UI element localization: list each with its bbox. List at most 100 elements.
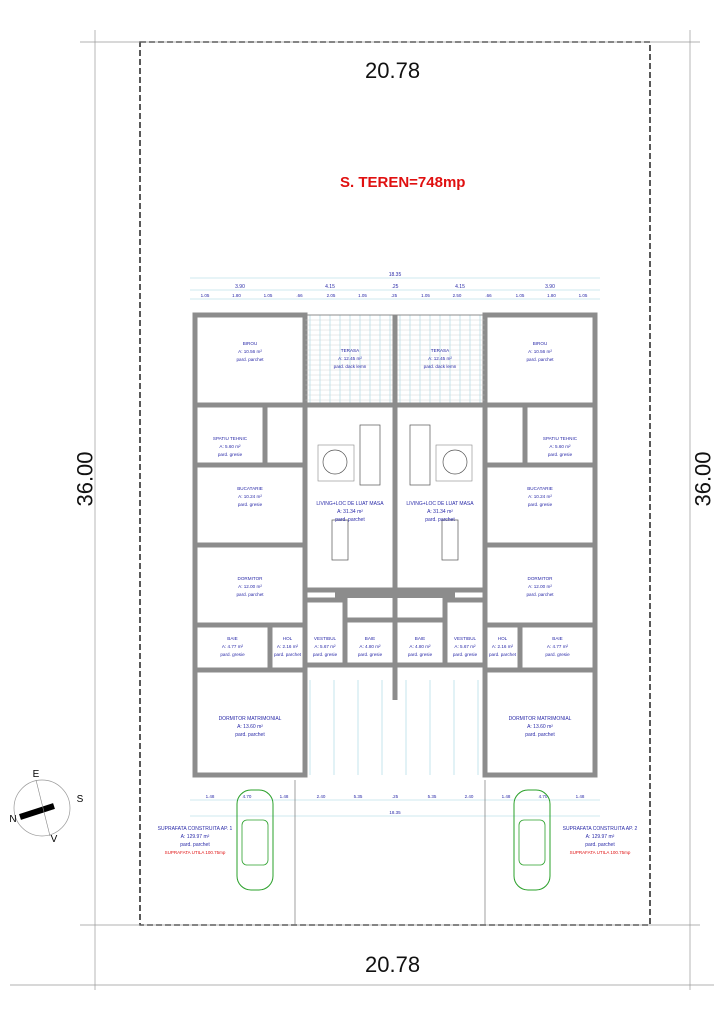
room-area: A: 2.16 m²	[492, 644, 514, 649]
dim-value: 1.80	[232, 293, 241, 298]
room-area: A: 5.60 m²	[219, 444, 241, 449]
room-area: A: 2.16 m²	[277, 644, 299, 649]
room-floor: pard. gresie	[545, 652, 570, 657]
ceiling-fan-icon	[442, 449, 468, 475]
room-floor: pard. gresie	[358, 652, 383, 657]
dim-value: 1.80	[547, 293, 556, 298]
dim-value: 1.05	[201, 293, 210, 298]
site-width-bottom: 20.78	[365, 952, 421, 977]
dim-value: 1.48	[206, 794, 215, 799]
land-area-label: S. TEREN=748mp	[340, 174, 466, 191]
room-area: A: 31.34 m²	[337, 509, 363, 515]
dim-value: 1.48	[576, 794, 585, 799]
site-length-left: 36.00	[72, 451, 98, 507]
room-area: A: 12.00 m²	[528, 584, 552, 589]
room-area: A: 10.24 m²	[238, 494, 262, 499]
car-body	[513, 789, 551, 891]
room-baie	[392, 617, 448, 668]
room-dormitor-matrimonial	[192, 667, 308, 778]
room-area: A: 13.60 m²	[237, 724, 263, 730]
compass-e: E	[33, 769, 40, 780]
room-area: A: 12.45 m²	[428, 356, 452, 361]
room-name: HOL	[498, 636, 508, 641]
summary-area: A: 129.97 m²	[181, 834, 210, 840]
summary-title: SUPRAFATA CONSTRUITA AP. 1	[158, 826, 233, 832]
room-floor: pard. gresie	[238, 502, 263, 507]
car-roof	[518, 819, 546, 866]
compass-n: N	[9, 814, 16, 825]
room-area: A: 4.80 m²	[409, 644, 431, 649]
dim-value: 1.05	[516, 293, 525, 298]
dim-value: .25	[392, 794, 399, 799]
dim-value: 2.05	[327, 293, 336, 298]
room-floor: pard. parchet	[425, 517, 455, 523]
room-floor: pard. parchet	[274, 652, 302, 657]
room-name: TERASA	[431, 348, 450, 353]
compass-v: V	[51, 834, 58, 845]
dim-value: 1.05	[421, 293, 430, 298]
summary-floor: pard. parchet	[585, 842, 615, 848]
sofa	[359, 424, 381, 486]
car-roof	[241, 819, 269, 866]
room-area: A: 4.77 m²	[547, 644, 569, 649]
room-walls	[192, 667, 308, 778]
dim-value: 2.40	[317, 794, 326, 799]
room-walls	[392, 617, 448, 668]
room-area: A: 4.77 m²	[222, 644, 244, 649]
room-name: BAIE	[227, 636, 237, 641]
room-floor: pard. dack lemn	[334, 364, 367, 369]
rug	[317, 444, 355, 482]
room-area: A: 12.45 m²	[338, 356, 362, 361]
room-floor: pard. parchet	[526, 592, 554, 597]
room-name: VESTIBUL	[454, 636, 477, 641]
room-name: SPATIU TEHNIC	[543, 436, 578, 441]
room-floor: pard. parchet	[526, 357, 554, 362]
dim-total: 18.35	[389, 272, 402, 278]
dim-value: 1.05	[579, 293, 588, 298]
room-area: A: 12.00 m²	[238, 584, 262, 589]
dim-value: 3.90	[545, 284, 555, 290]
room-dormitor-matrimonial	[482, 667, 598, 778]
dim-value: 3.90	[235, 284, 245, 290]
room-floor: pard. gresie	[313, 652, 338, 657]
room-living-loc-de-luat-masa	[302, 402, 398, 593]
room-name: DORMITOR	[238, 576, 264, 581]
dim-value: 4.15	[325, 284, 335, 290]
rug	[435, 444, 473, 482]
room-name: DORMITOR	[528, 576, 554, 581]
sofa	[409, 424, 431, 486]
room-floor: pard. gresie	[408, 652, 433, 657]
room-name: DORMITOR MATRIMONIAL	[509, 716, 572, 722]
dim-total: 18.35	[389, 810, 401, 815]
room-floor: pard. parchet	[525, 732, 555, 738]
dim-value: 5.35	[354, 794, 363, 799]
compass-s: S	[77, 794, 84, 805]
room-name: LIVING+LOC DE LUAT MASA	[316, 501, 384, 507]
room-name: VESTIBUL	[314, 636, 337, 641]
room-area: A: 4.80 m²	[359, 644, 381, 649]
room-area: A: 5.67 m²	[454, 644, 476, 649]
room-name: HOL	[283, 636, 293, 641]
summary-title: SUPRAFATA CONSTRUITA AP. 2	[563, 826, 638, 832]
room-floor: pard. gresie	[218, 452, 243, 457]
dim-value: 5.35	[428, 794, 437, 799]
dim-value: 2.40	[465, 794, 474, 799]
dim-value: .66	[485, 293, 492, 298]
dim-value: 2.50	[453, 293, 462, 298]
room-floor: pard. gresie	[220, 652, 245, 657]
dining-table	[331, 519, 349, 561]
room-area: A: 5.60 m²	[549, 444, 571, 449]
dim-value: 4.70	[539, 794, 548, 799]
room-floor: pard. parchet	[489, 652, 517, 657]
room-floor: pard. parchet	[235, 732, 265, 738]
dim-value: .66	[296, 293, 303, 298]
room-floor: pard. gresie	[453, 652, 478, 657]
compass-icon	[13, 779, 71, 837]
room-name: BAIE	[415, 636, 425, 641]
room-floor: pard. parchet	[236, 357, 264, 362]
room-living-loc-de-luat-masa	[392, 402, 488, 593]
car-body	[236, 789, 274, 891]
room-floor: pard. parchet	[335, 517, 365, 523]
dim-value: .25	[391, 293, 398, 298]
